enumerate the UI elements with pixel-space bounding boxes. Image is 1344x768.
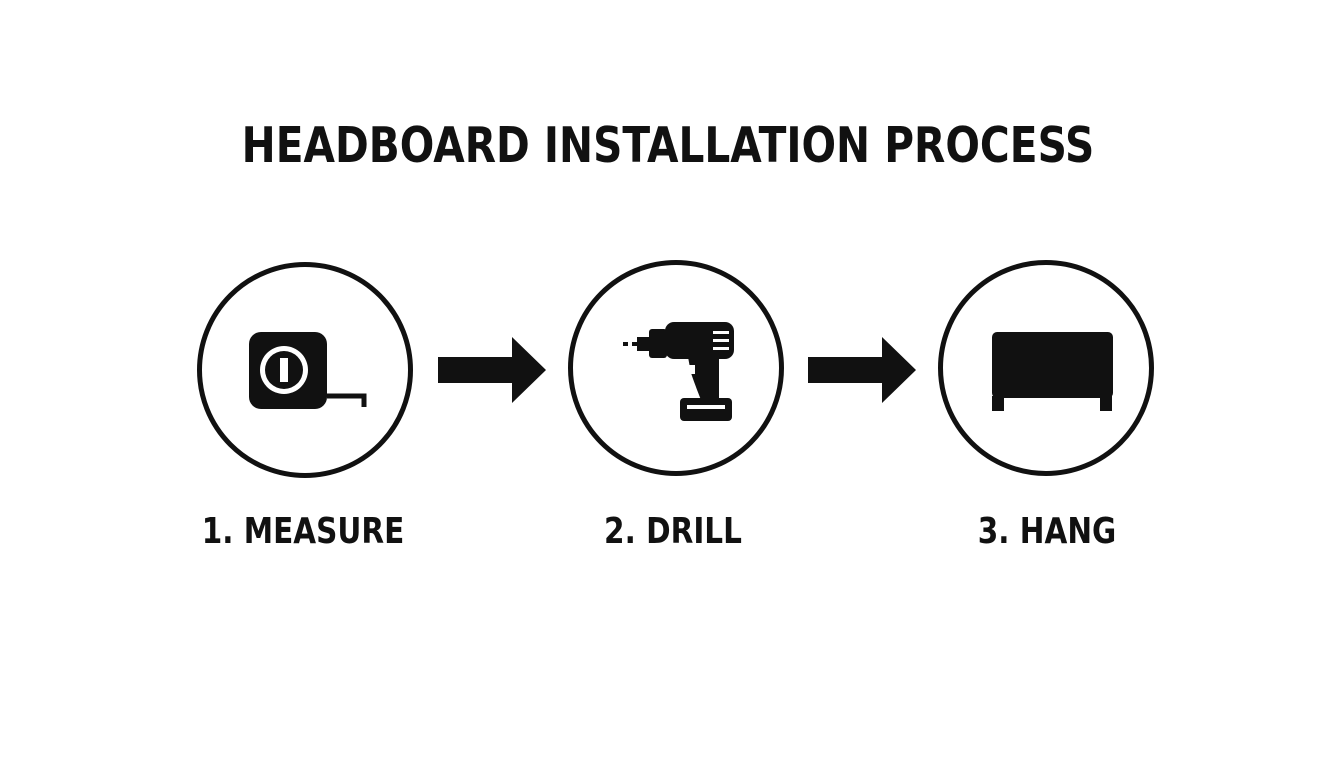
- headboard-icon: [992, 332, 1113, 411]
- step-arrow-2: [808, 337, 916, 403]
- step-2-label: 2. DRILL: [604, 511, 742, 552]
- diagram-title: HEADBOARD INSTALLATION PROCESS: [241, 117, 1095, 174]
- step-3-circle: [938, 260, 1154, 476]
- step-1-label: 1. MEASURE: [201, 511, 405, 552]
- step-1-circle: [197, 262, 413, 478]
- tape-measure-icon: [249, 332, 367, 409]
- drill-icon: [623, 322, 734, 421]
- step-arrow-1: [438, 337, 546, 403]
- step-2-circle: [568, 260, 784, 476]
- step-3-label: 3. HANG: [977, 511, 1117, 552]
